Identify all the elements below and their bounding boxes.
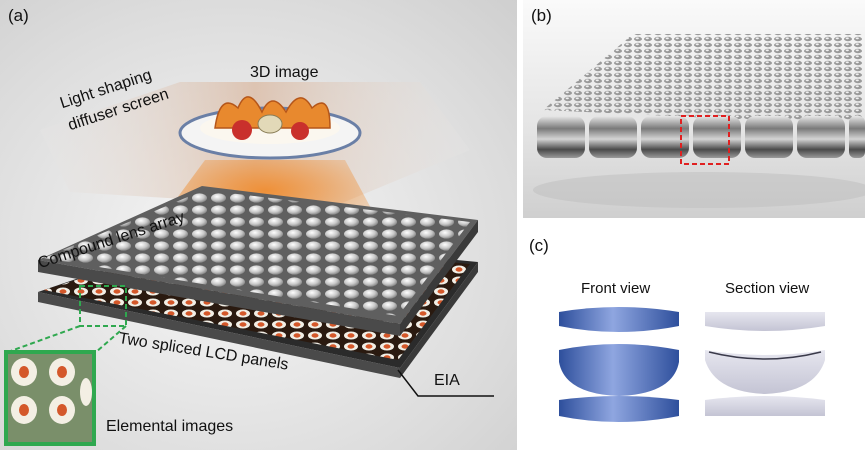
section-view-lens-2	[705, 350, 825, 394]
panel-c-lens-views: (c) Front view Section view	[523, 226, 865, 450]
panel-a-label: (a)	[8, 6, 29, 26]
elemental-images-inset	[6, 352, 94, 444]
front-view-lens-1	[559, 307, 679, 332]
3d-image-label: 3D image	[250, 64, 318, 82]
front-view-lens-3	[559, 396, 679, 422]
section-view-lens-1	[705, 312, 825, 331]
elemental-images-label: Elemental images	[106, 418, 233, 436]
front-lens-row	[537, 116, 865, 158]
front-view-lens-2	[559, 344, 679, 396]
lens-array-surface	[543, 34, 863, 120]
panel-a-system-diagram: (a) 3D image Light shaping diffuser scre…	[0, 0, 517, 450]
panel-b-lens-array-photo: (b)	[523, 0, 865, 218]
panel-b-label: (b)	[531, 6, 552, 26]
section-view-lens-3	[705, 396, 825, 416]
eia-label: EIA	[434, 372, 460, 390]
panel-c-illustration	[523, 226, 865, 450]
panel-b-illustration	[523, 0, 865, 218]
